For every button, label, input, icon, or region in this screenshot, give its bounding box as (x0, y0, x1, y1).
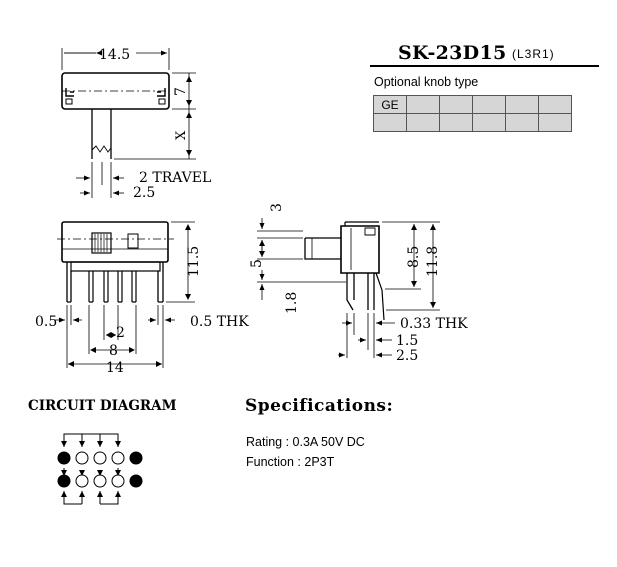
knob-cell (439, 95, 473, 114)
knob-cell (406, 113, 440, 132)
dim-side-body: 8.5 (406, 246, 422, 268)
circuit-contact (129, 474, 143, 488)
knob-cell (505, 95, 539, 114)
dim-total-width: 14 (106, 360, 124, 376)
title-underline (370, 65, 599, 67)
dim-right-thk: 0.5 THK (190, 314, 249, 330)
dim-side-foot: 2.5 (396, 348, 418, 364)
side-view (257, 218, 440, 358)
knob-cell (439, 113, 473, 132)
circuit-contact (129, 451, 143, 465)
dim-side-knob: 5 (249, 259, 265, 268)
dim-left-thk: 0.5 (35, 314, 57, 330)
dim-side-lead-thk: 0.33 THK (400, 316, 468, 332)
circuit-contact (57, 474, 71, 488)
knob-type-table: GE (373, 95, 572, 132)
front-view (55, 221, 195, 368)
knob-cell (538, 95, 572, 114)
knob-cell (505, 113, 539, 132)
dim-front-height: 11.5 (186, 246, 202, 277)
top-view (61, 48, 196, 198)
dim-side-total: 11.8 (425, 246, 441, 277)
circuit-contact (93, 451, 107, 465)
circuit-contact (111, 474, 125, 488)
dim-side-knob-top: 3 (269, 203, 285, 212)
knob-cell (472, 113, 506, 132)
knob-cell (406, 95, 440, 114)
dim-travel: 2 TRAVEL (139, 170, 211, 186)
knob-cell (373, 113, 407, 132)
circuit-contact (75, 474, 89, 488)
part-number-title: SK-23D15 (398, 42, 507, 64)
circuit-contact (111, 451, 125, 465)
dim-top-width: 14.5 (99, 47, 130, 63)
spec-rating: Rating : 0.3A 50V DC (246, 435, 365, 449)
knob-cell (472, 95, 506, 114)
part-subcode: (L3R1) (512, 47, 555, 61)
knob-cell: GE (373, 95, 407, 114)
dim-travel-offset: 2.5 (133, 185, 155, 201)
dim-side-lead: 1.8 (284, 292, 300, 314)
circuit-contact (75, 451, 89, 465)
circuit-contact (57, 451, 71, 465)
specifications-title: Specifications: (245, 396, 394, 416)
dim-top-x: X (174, 130, 189, 140)
dim-side-gap: 1.5 (396, 333, 418, 349)
circuit-contact (93, 474, 107, 488)
knob-type-label: Optional knob type (374, 75, 479, 89)
circuit-diagram-title: CIRCUIT DIAGRAM (28, 398, 177, 414)
dim-span: 8 (109, 343, 118, 359)
dim-top-height: 7 (173, 87, 189, 96)
knob-cell (538, 113, 572, 132)
circuit-diagram (57, 433, 143, 505)
spec-function: Function : 2P3T (246, 455, 335, 469)
dim-pitch: 2 (116, 325, 125, 341)
